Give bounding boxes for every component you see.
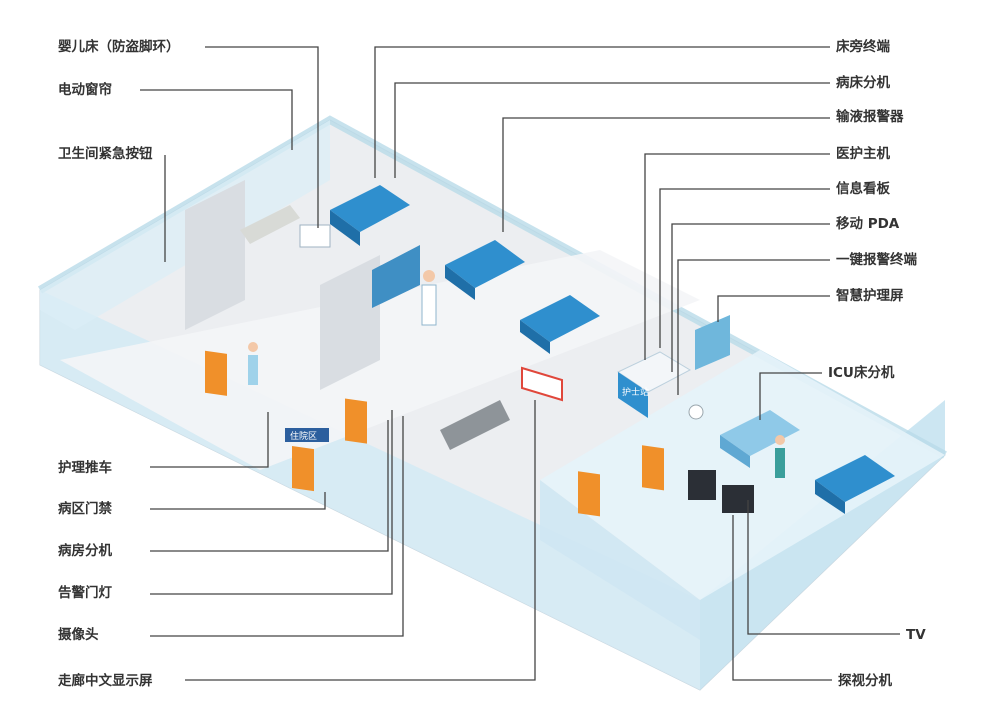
icu-bed-2 bbox=[815, 455, 895, 514]
sofa bbox=[240, 205, 300, 244]
visitor-screen bbox=[722, 485, 754, 513]
leader-access-control bbox=[150, 492, 326, 510]
baby-crib bbox=[299, 224, 331, 248]
leader-door-light bbox=[150, 410, 393, 595]
partition-wall-2 bbox=[320, 255, 380, 390]
label-nurse-host: 医护主机 bbox=[836, 146, 890, 162]
doctor-figure bbox=[421, 270, 437, 326]
ward-door-3 bbox=[292, 446, 314, 492]
leader-corridor-disp bbox=[185, 400, 536, 681]
label-bedside-terminal: 床旁终端 bbox=[836, 39, 890, 55]
label-camera: 摄像头 bbox=[58, 627, 99, 643]
label-corridor-display: 走廊中文显示屏 bbox=[58, 673, 153, 689]
leader-smart-screen bbox=[717, 295, 830, 322]
icu-door-2 bbox=[642, 445, 664, 491]
leader-one-key bbox=[677, 259, 830, 395]
leader-bedside-term bbox=[374, 46, 830, 178]
smart-care-screen bbox=[695, 315, 730, 370]
icu-nurse-figure bbox=[775, 435, 785, 478]
leader-room-ext bbox=[150, 420, 389, 552]
icu-door-1 bbox=[578, 471, 600, 517]
info-board-screen bbox=[372, 245, 420, 308]
corridor-display-screen bbox=[521, 366, 563, 402]
label-alarm-door-light: 告警门灯 bbox=[58, 585, 112, 601]
leader-curtain bbox=[140, 89, 293, 150]
icu-room-floor bbox=[540, 350, 945, 600]
ward-door-2 bbox=[345, 398, 367, 444]
leader-infusion bbox=[502, 117, 830, 232]
label-ward-access-control: 病区门禁 bbox=[58, 501, 112, 517]
tv-screen bbox=[688, 470, 716, 500]
icu-bed-1 bbox=[720, 410, 800, 468]
nurse-station-sign: 护士站 bbox=[622, 386, 649, 398]
partition-wall-1 bbox=[185, 180, 245, 330]
label-smart-care-screen: 智慧护理屏 bbox=[836, 288, 904, 304]
label-nursing-cart: 护理推车 bbox=[58, 460, 112, 476]
label-visitor-extension: 探视分机 bbox=[838, 673, 892, 689]
label-bathroom-emergency-button: 卫生间紧急按钮 bbox=[58, 146, 153, 162]
leader-lines bbox=[140, 46, 900, 681]
label-icu-bed-extension: ICU床分机 bbox=[828, 365, 895, 381]
ward-area-sign: 住院区 bbox=[285, 428, 329, 442]
leader-visitor bbox=[732, 515, 832, 681]
leader-nurse-host bbox=[644, 153, 830, 360]
label-info-board: 信息看板 bbox=[836, 181, 890, 197]
leader-bed-ext bbox=[394, 82, 830, 178]
ward-door-1 bbox=[205, 350, 227, 396]
leader-info-board bbox=[659, 188, 830, 348]
leader-baby-crib bbox=[205, 46, 319, 228]
leader-tv bbox=[747, 500, 900, 635]
leader-camera bbox=[150, 416, 404, 637]
ward-bed-2 bbox=[445, 240, 525, 300]
nurse-with-cart bbox=[248, 342, 258, 385]
wall-clock bbox=[688, 404, 704, 420]
leader-nursing-cart bbox=[150, 412, 269, 468]
leader-pda bbox=[671, 223, 830, 372]
label-one-key-alarm: 一键报警终端 bbox=[836, 252, 917, 268]
ward-bed-1 bbox=[330, 185, 410, 246]
waiting-chairs bbox=[440, 400, 510, 450]
ward-bed-3 bbox=[520, 295, 600, 354]
label-electric-curtain: 电动窗帘 bbox=[58, 82, 112, 98]
label-mobile-pda: 移动 PDA bbox=[836, 216, 900, 232]
label-infusion-alarm: 输液报警器 bbox=[836, 109, 904, 125]
leader-icu-ext bbox=[759, 372, 822, 420]
svg-text:住院区: 住院区 bbox=[290, 430, 317, 442]
icu-glass bbox=[540, 480, 700, 640]
label-baby-crib: 婴儿床（防盗脚环） bbox=[58, 39, 180, 55]
label-room-extension: 病房分机 bbox=[58, 543, 112, 559]
label-bed-extension: 病床分机 bbox=[836, 75, 890, 91]
label-tv: TV bbox=[906, 627, 926, 643]
